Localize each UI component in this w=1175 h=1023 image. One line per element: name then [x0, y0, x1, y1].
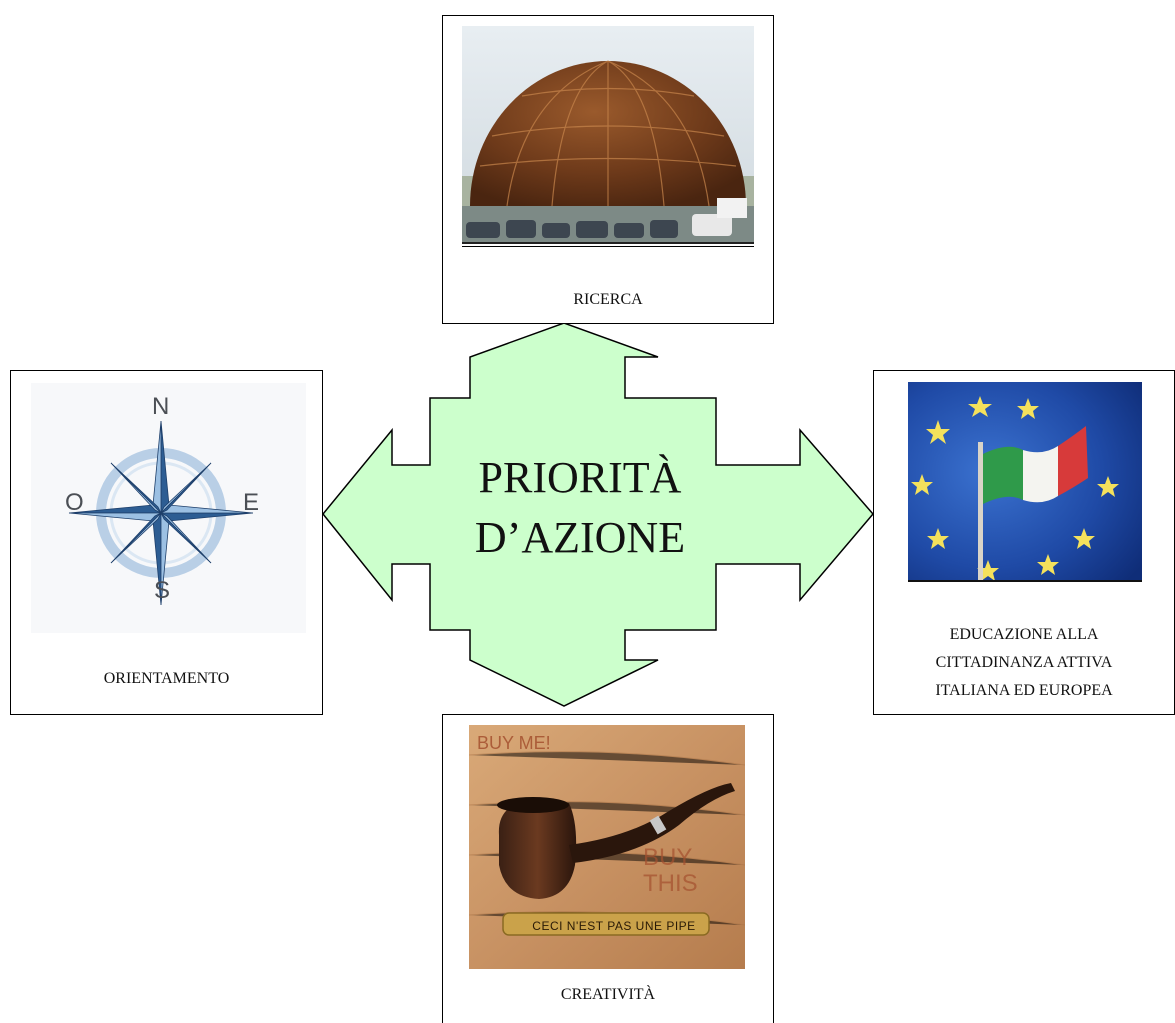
- pipe-painting: [469, 725, 745, 969]
- compass-rose: [31, 383, 306, 633]
- compass-south-label: S: [154, 577, 171, 604]
- educazione-caption-line2: CITTADINANZA ATTIVA: [935, 654, 1113, 671]
- painting-plaque-text: CECI N'EST PAS UNE PIPE: [532, 919, 696, 933]
- compass-east-label: E: [243, 489, 260, 516]
- compass-west-label: O: [65, 489, 84, 516]
- painting-text-buy-this: BUY THIS: [643, 844, 698, 897]
- orientamento-box: N S O E ORIENTAMENTO: [10, 370, 323, 715]
- educazione-caption-line1: EDUCAZIONE ALLA: [949, 626, 1099, 643]
- globe-dome-photo: [462, 26, 754, 244]
- ricerca-caption: RICERCA: [573, 291, 643, 308]
- creativita-caption: CREATIVITÀ: [560, 986, 656, 1003]
- painting-text-buy-me: BUY ME!: [477, 733, 551, 753]
- compass-north-label: N: [152, 393, 170, 420]
- eu-italian-flag-photo: [908, 382, 1142, 582]
- center-title-line2: D’AZIONE: [474, 513, 686, 562]
- four-way-arrow-shape: [322, 322, 874, 707]
- creativita-box: BUY ME! BUY THIS CECI N'EST PAS UNE PIPE…: [442, 714, 774, 1023]
- educazione-box: EDUCAZIONE ALLA CITTADINANZA ATTIVA ITAL…: [873, 370, 1175, 715]
- image-underline: [462, 246, 754, 247]
- center-title-line1: PRIORITÀ: [478, 453, 682, 502]
- ricerca-box: RICERCA: [442, 15, 774, 324]
- educazione-caption-line3: ITALIANA ED EUROPEA: [935, 682, 1113, 699]
- orientamento-caption: ORIENTAMENTO: [103, 670, 230, 687]
